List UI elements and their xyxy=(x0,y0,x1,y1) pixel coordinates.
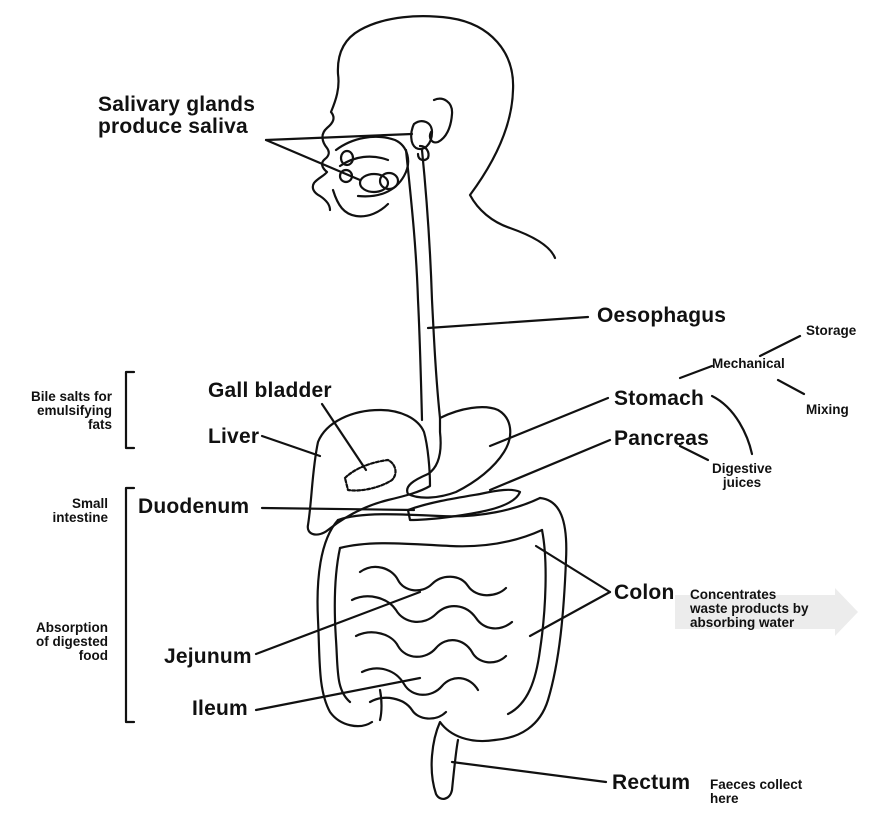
digestive-juices-label: Digestive juices xyxy=(712,462,772,490)
ileum-label: Ileum xyxy=(192,698,248,720)
salivary-gland xyxy=(360,174,388,192)
pancreas-label: Pancreas xyxy=(614,428,709,450)
pointer-duodenum xyxy=(262,508,414,510)
rectum-label: Rectum xyxy=(612,772,690,794)
duodenum-label: Duodenum xyxy=(138,496,249,518)
pointer-rectum xyxy=(452,762,606,782)
storage-label: Storage xyxy=(806,324,856,338)
concentrates-label: Concentrates waste products by absorbing… xyxy=(690,588,809,631)
small-intestine-line2: intestine xyxy=(52,511,108,525)
gall-bladder xyxy=(345,460,395,491)
concentrates-line1: Concentrates xyxy=(690,588,809,602)
absorption-label: Absorption of digested food xyxy=(36,621,108,664)
salivary-line1: Salivary glands xyxy=(98,94,255,116)
pointer-ileum xyxy=(256,678,420,710)
oesophagus-tube xyxy=(406,150,422,420)
rectum xyxy=(432,722,495,799)
pointer-jejunum xyxy=(256,592,420,654)
pointer-pancreas xyxy=(490,440,610,490)
ear xyxy=(430,99,452,143)
absorption-line3: food xyxy=(36,649,108,663)
concentrates-line2: waste products by xyxy=(690,602,809,616)
digestive-line2: juices xyxy=(712,476,772,490)
faeces-line1: Faeces collect xyxy=(710,778,802,792)
pointer-gall-bladder xyxy=(322,404,366,470)
mouth-cavity xyxy=(336,137,408,197)
liver xyxy=(308,410,430,535)
mechanical-label: Mechanical xyxy=(712,357,785,371)
absorption-line1: Absorption xyxy=(36,621,108,635)
pointer-colon xyxy=(536,546,610,592)
faeces-label: Faeces collect here xyxy=(710,778,802,806)
concentrates-line3: absorbing water xyxy=(690,616,809,630)
pointer-oesophagus xyxy=(428,317,588,328)
absorption-line2: of digested xyxy=(36,635,108,649)
liver-label: Liver xyxy=(208,426,259,448)
bracket-small-intestine xyxy=(126,488,134,722)
bile-line2: emulsifying xyxy=(31,404,112,418)
small-intestine-label: Small intestine xyxy=(52,497,108,525)
bile-line3: fats xyxy=(31,418,112,432)
stomach-to-mechanical xyxy=(680,366,712,378)
colon-label: Colon xyxy=(614,582,674,604)
salivary-line2: produce saliva xyxy=(98,116,255,138)
bile-line1: Bile salts for xyxy=(31,390,112,404)
jejunum-label: Jejunum xyxy=(164,646,252,668)
bile-salts-label: Bile salts for emulsifying fats xyxy=(31,390,112,433)
gall-bladder-label: Gall bladder xyxy=(208,380,332,402)
pointer-liver xyxy=(262,436,320,456)
stomach-label: Stomach xyxy=(614,388,704,410)
mixing-label: Mixing xyxy=(806,403,849,417)
small-intestine-line1: Small xyxy=(52,497,108,511)
bracket-bile xyxy=(126,372,134,448)
small-intestine xyxy=(360,567,506,595)
stomach-to-digestive xyxy=(712,396,752,454)
oesophagus-label: Oesophagus xyxy=(597,305,726,327)
digestive-line1: Digestive xyxy=(712,462,772,476)
faeces-line2: here xyxy=(710,792,802,806)
salivary-glands-label: Salivary glands produce saliva xyxy=(98,94,255,138)
